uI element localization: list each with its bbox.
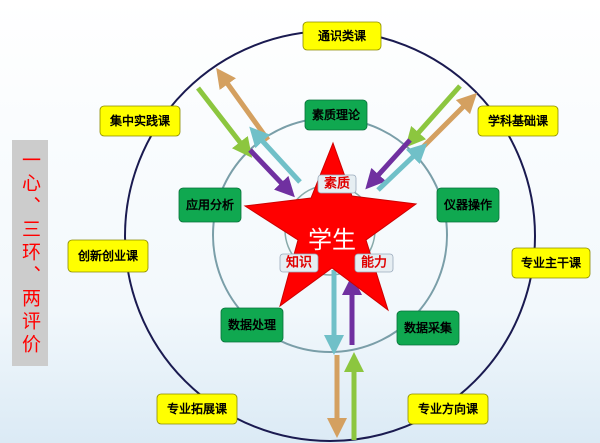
svg-text:通识类课: 通识类课: [318, 28, 367, 43]
svg-text:素质理论: 素质理论: [312, 107, 361, 122]
svg-text:创新创业课: 创新创业课: [77, 248, 139, 263]
svg-text:专业方向课: 专业方向课: [418, 401, 479, 416]
course-box: 专业拓展课: [156, 393, 238, 425]
skill-box: 素质理论: [304, 99, 368, 131]
svg-text:应用分析: 应用分析: [186, 197, 234, 212]
skill-box: 应用分析: [178, 187, 242, 223]
svg-text:知识: 知识: [286, 255, 312, 271]
arrow-green: [405, 84, 462, 148]
skill-box: 仪器操作: [436, 187, 500, 223]
tag-ability: 能力: [354, 253, 394, 273]
svg-text:集中实践课: 集中实践课: [109, 113, 171, 128]
course-box: 集中实践课: [99, 105, 181, 137]
svg-text:专业主干课: 专业主干课: [521, 255, 582, 270]
arrow-purple: [365, 138, 412, 190]
course-box: 专业主干课: [511, 247, 591, 279]
tag-knowledge: 知识: [279, 253, 319, 273]
tag-quality: 素质: [317, 174, 357, 194]
center-label: 学生: [308, 226, 356, 254]
skill-box: 数据处理: [220, 307, 284, 343]
side-label-box: 一心、三环、两评价: [12, 140, 48, 366]
course-box: 通识类课: [302, 21, 382, 51]
arrow-tan: [418, 92, 478, 152]
svg-text:专业拓展课: 专业拓展课: [167, 401, 228, 416]
course-box: 学科基础课: [477, 105, 559, 137]
svg-text:数据采集: 数据采集: [404, 320, 453, 335]
arrow-green: [196, 86, 253, 158]
svg-text:数据处理: 数据处理: [228, 317, 276, 332]
course-box: 专业方向课: [407, 393, 489, 425]
arrow-teal: [249, 126, 302, 184]
svg-text:素质: 素质: [324, 176, 350, 192]
side-label: 一心、三环、两评价: [19, 149, 41, 357]
svg-text:仪器操作: 仪器操作: [443, 197, 492, 212]
course-box: 创新创业课: [67, 239, 149, 273]
svg-text:学科基础课: 学科基础课: [488, 113, 549, 128]
arrow-teal: [376, 143, 428, 192]
svg-text:能力: 能力: [361, 255, 387, 271]
arrow-purple: [248, 148, 295, 198]
skill-box: 数据采集: [396, 310, 460, 346]
